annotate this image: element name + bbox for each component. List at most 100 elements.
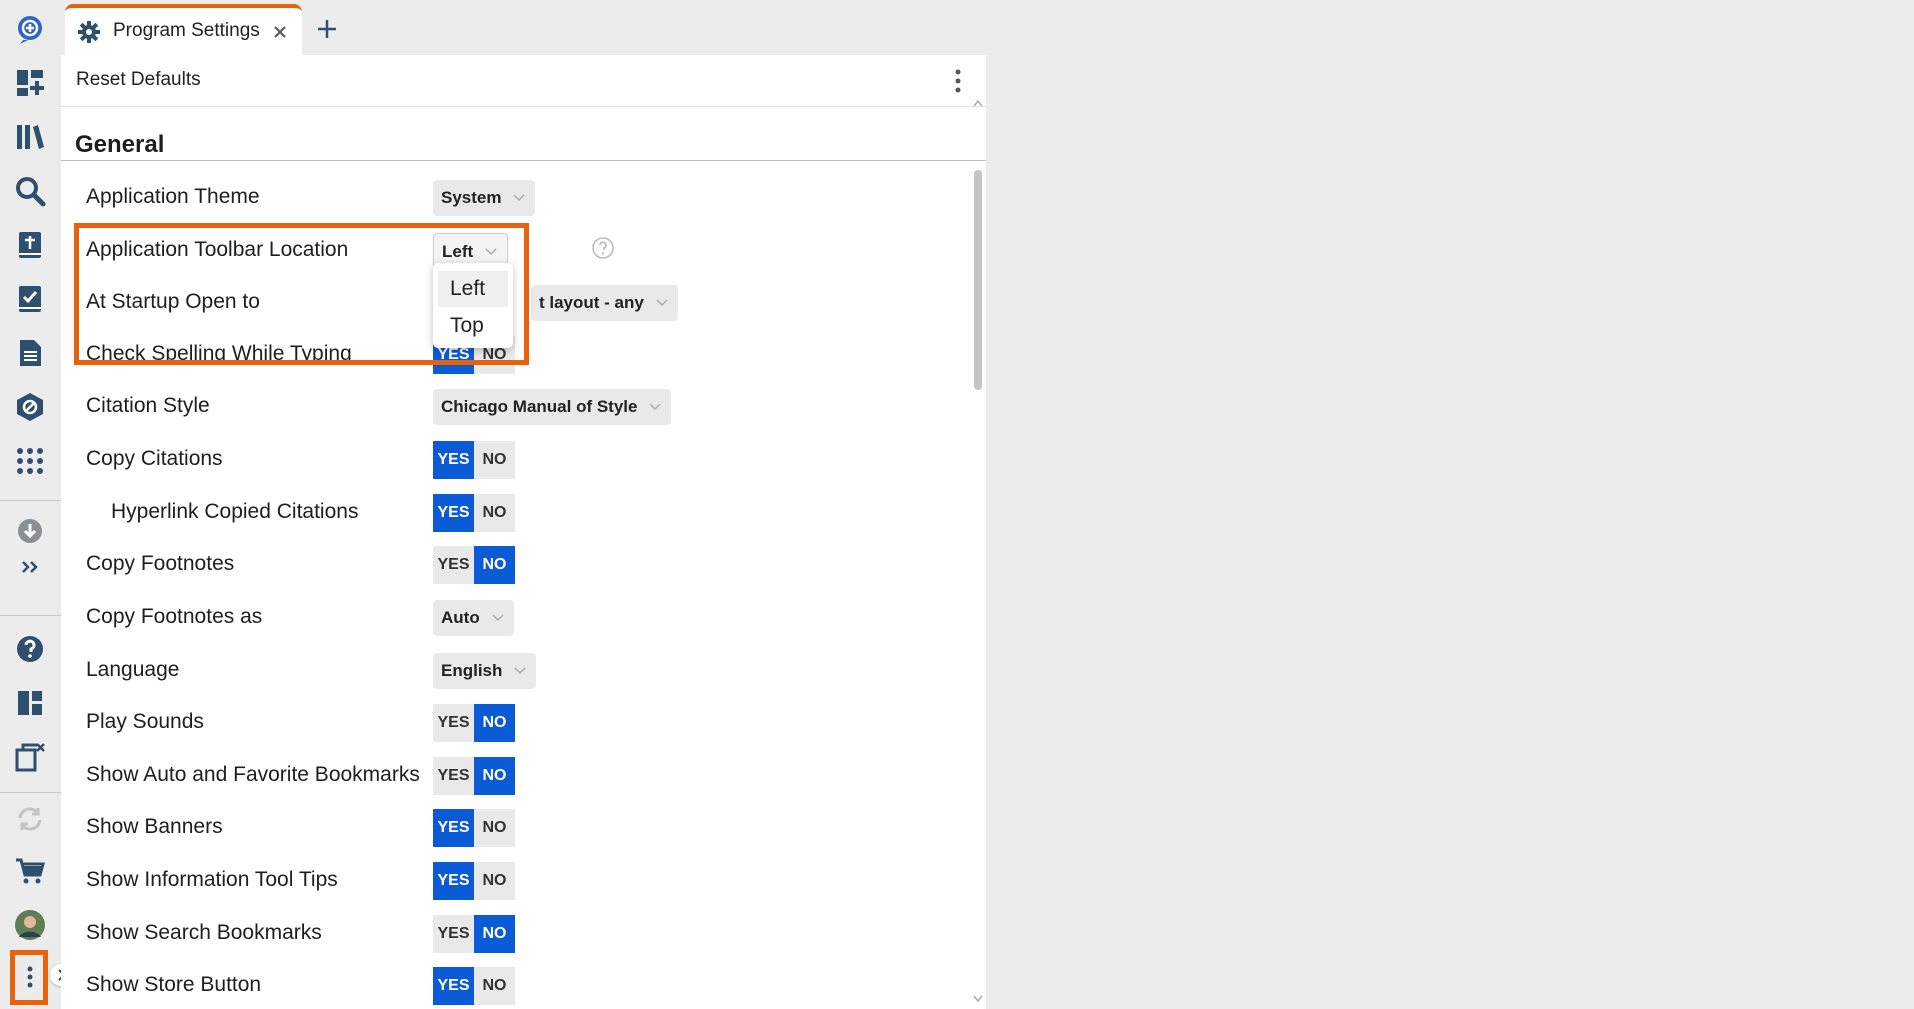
gear-icon — [78, 21, 100, 43]
setting-label: Show Store Button — [86, 973, 262, 996]
toggle-no[interactable]: NO — [474, 757, 515, 795]
help-icon[interactable] — [11, 630, 49, 668]
setting-value: Auto — [441, 608, 480, 627]
factbook-icon[interactable] — [11, 388, 49, 426]
avatar[interactable] — [11, 906, 49, 944]
toolbar-divider — [0, 792, 61, 793]
more-menu-icon[interactable] — [11, 958, 49, 996]
bible-icon[interactable] — [11, 226, 49, 264]
toggle-no[interactable]: NO — [474, 704, 515, 742]
setting-label: Copy Footnotes as — [86, 605, 263, 628]
setting-select[interactable]: Chicago Manual of Style — [433, 389, 672, 425]
chevron-down-icon — [513, 194, 526, 202]
setting-select[interactable]: Auto — [433, 600, 514, 636]
chevron-down-icon — [485, 248, 497, 256]
toggle-yes[interactable]: YES — [433, 809, 474, 847]
dropdown-option-left[interactable]: Left — [438, 271, 508, 307]
search-icon[interactable] — [11, 172, 49, 210]
close-icon[interactable] — [270, 22, 290, 42]
panel-menu-icon[interactable] — [951, 67, 965, 95]
reset-defaults-button[interactable]: Reset Defaults — [76, 69, 201, 90]
setting-select[interactable]: t layout - any — [531, 285, 678, 321]
toggle-yes[interactable]: YES — [433, 862, 474, 900]
toggle-no[interactable]: NO — [474, 915, 515, 953]
setting-row: Application Toolbar Location Left — [61, 230, 961, 270]
toggle-yes[interactable]: YES — [433, 546, 474, 584]
layouts-icon[interactable] — [11, 684, 49, 722]
toolbar-divider — [0, 500, 61, 501]
toggle-no[interactable]: NO — [474, 862, 515, 900]
toggle-no[interactable]: NO — [474, 494, 515, 532]
scrollbar[interactable] — [970, 95, 986, 1009]
setting-value: English — [441, 661, 503, 680]
cart-icon[interactable] — [11, 852, 49, 890]
add-tab-icon[interactable] — [314, 16, 340, 42]
scrollbar-thumb[interactable] — [974, 170, 982, 390]
setting-label: Copy Citations — [86, 447, 223, 470]
scroll-up-icon[interactable] — [973, 99, 983, 107]
chevron-down-icon — [656, 299, 668, 307]
setting-label: Show Search Bookmarks — [86, 921, 322, 944]
scroll-down-icon[interactable] — [973, 995, 983, 1003]
toggle-no[interactable]: NO — [474, 809, 515, 847]
setting-label: Show Auto and Favorite Bookmarks — [86, 763, 420, 786]
toggle-yes[interactable]: YES — [433, 494, 474, 532]
section-divider — [61, 160, 986, 161]
toggle-yes[interactable]: YES — [433, 967, 474, 1005]
toggle-yes[interactable]: YES — [433, 441, 474, 479]
toggle-no[interactable]: NO — [474, 546, 515, 584]
setting-label: Hyperlink Copied Citations — [111, 500, 359, 523]
apps-grid-icon[interactable] — [11, 442, 49, 480]
logos-home-icon[interactable] — [11, 10, 49, 48]
setting-label: Application Theme — [86, 185, 260, 208]
toggle-no[interactable]: NO — [474, 441, 515, 479]
setting-label: At Startup Open to — [86, 290, 260, 313]
expand-more-icon[interactable] — [11, 548, 49, 586]
setting-label: Show Information Tool Tips — [86, 868, 338, 891]
help-icon[interactable] — [591, 236, 615, 260]
toggle-yes[interactable]: YES — [433, 704, 474, 742]
library-icon[interactable] — [11, 118, 49, 156]
toggle-yes[interactable]: YES — [433, 915, 474, 953]
tab-program-settings[interactable]: Program Settings — [65, 4, 302, 56]
sync-icon[interactable] — [11, 800, 49, 838]
chevron-down-icon — [649, 403, 662, 411]
download-icon[interactable] — [11, 512, 49, 550]
setting-label: Show Banners — [86, 815, 223, 838]
setting-select[interactable]: English — [433, 653, 537, 689]
setting-label: Play Sounds — [86, 710, 204, 733]
document-icon[interactable] — [11, 334, 49, 372]
setting-label: Application Toolbar Location — [86, 238, 349, 261]
setting-row: Copy Footnotes as Auto — [61, 597, 961, 637]
toggle-no[interactable]: NO — [474, 967, 515, 1005]
setting-value: Chicago Manual of Style — [441, 397, 638, 416]
toggle-yes[interactable]: YES — [433, 757, 474, 795]
dropdown-option-top[interactable]: Top — [450, 314, 484, 337]
add-dashboard-icon[interactable] — [11, 64, 49, 102]
setting-select[interactable]: System — [433, 180, 536, 216]
toolbar-divider — [0, 615, 61, 616]
setting-value: Left — [442, 242, 474, 261]
reading-plan-icon[interactable] — [11, 280, 49, 318]
chevron-down-icon — [492, 614, 504, 622]
section-title: General — [75, 131, 165, 158]
close-panels-icon[interactable] — [11, 738, 49, 776]
